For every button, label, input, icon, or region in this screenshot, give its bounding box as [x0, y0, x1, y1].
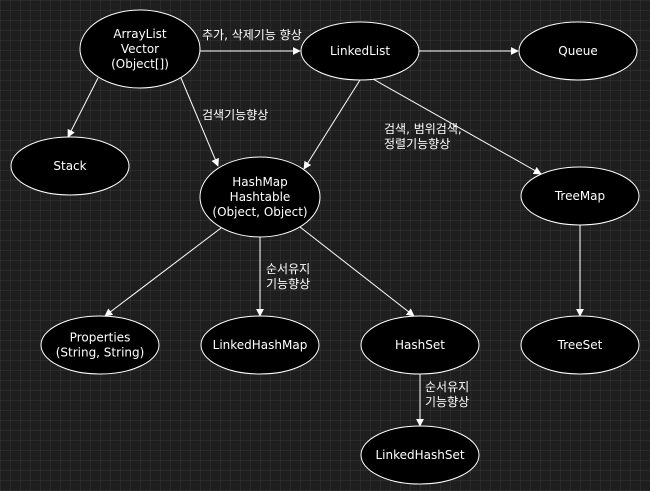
node-shape[interactable] [300, 21, 420, 81]
node-treeset[interactable]: TreeSet [520, 315, 640, 375]
node-label-line: LinkedHashSet [375, 448, 464, 462]
node-label-line: TreeSet [557, 338, 603, 352]
edge-label-line: 검색기능향상 [202, 108, 268, 122]
edge-arraylist-hashmap [180, 77, 219, 167]
node-label: HashSet [395, 338, 445, 352]
node-label: LinkedHashSet [375, 448, 464, 462]
node-label-line: TreeMap [554, 189, 605, 203]
edge-label-line: 순서유지 [266, 262, 310, 276]
node-label-line: (Object, Object) [212, 205, 307, 219]
node-label-line: Properties [70, 331, 131, 345]
node-queue[interactable]: Queue [518, 21, 638, 81]
node-label-line: (Object[]) [111, 57, 169, 71]
edges-layer [67, 47, 584, 427]
node-label: Properties(String, String) [56, 331, 145, 360]
edge-arraylist-stack [67, 77, 99, 138]
node-label-line: HashSet [395, 338, 445, 352]
edge-label-arraylist-hashmap: 검색기능향상 [202, 108, 268, 122]
node-shape[interactable] [520, 166, 640, 226]
node-shape[interactable] [360, 315, 480, 375]
edge-label-line: 정렬기능향상 [384, 137, 450, 151]
node-label: Stack [53, 159, 86, 173]
node-label-line: LinkedHashMap [213, 338, 308, 352]
node-linkedhashset[interactable]: LinkedHashSet [360, 425, 480, 485]
node-label-line: LinkedList [330, 44, 390, 58]
node-label-line: Queue [558, 44, 597, 58]
node-label: TreeMap [554, 189, 605, 203]
node-treemap[interactable]: TreeMap [520, 166, 640, 226]
node-label: LinkedHashMap [213, 338, 308, 352]
edge-label-arraylist-linkedlist: 추가, 삭제기능 향상 [202, 28, 302, 42]
node-shape[interactable] [40, 315, 160, 375]
node-label: LinkedList [330, 44, 390, 58]
node-label-line: Hashtable [230, 190, 291, 204]
node-shape[interactable] [199, 156, 321, 238]
node-hashset[interactable]: HashSet [360, 315, 480, 375]
node-shape[interactable] [518, 21, 638, 81]
node-stack[interactable]: Stack [10, 136, 130, 196]
node-label-line: HashMap [232, 175, 288, 189]
edge-hashmap-hashset [299, 226, 415, 317]
node-label-line: (String, String) [56, 346, 145, 360]
node-label-line: Stack [53, 159, 86, 173]
node-label: TreeSet [557, 338, 603, 352]
node-shape[interactable] [520, 315, 640, 375]
edge-label-line: 순서유지 [425, 380, 469, 394]
node-linkedlist[interactable]: LinkedList [300, 21, 420, 81]
edge-linkedlist-treemap [372, 78, 542, 175]
node-properties[interactable]: Properties(String, String) [40, 315, 160, 375]
node-shape[interactable] [79, 9, 201, 89]
node-linkedhashmap[interactable]: LinkedHashMap [200, 315, 320, 375]
node-shape[interactable] [200, 315, 320, 375]
edge-label-line: 검색, 범위검색, [384, 122, 462, 136]
node-label: Queue [558, 44, 597, 58]
edge-label-line: 기능향상 [425, 395, 469, 409]
edge-linkedlist-hashmap [303, 79, 361, 170]
node-label-line: Vector [121, 42, 159, 56]
node-label-line: ArrayList [113, 27, 167, 41]
edge-label-line: 기능향상 [266, 277, 310, 291]
edge-label-linkedlist-treemap: 검색, 범위검색,정렬기능향상 [384, 122, 462, 151]
edge-label-line: 추가, 삭제기능 향상 [202, 28, 302, 42]
node-shape[interactable] [10, 136, 130, 196]
node-shape[interactable] [360, 425, 480, 485]
edge-hashmap-properties [104, 227, 222, 317]
